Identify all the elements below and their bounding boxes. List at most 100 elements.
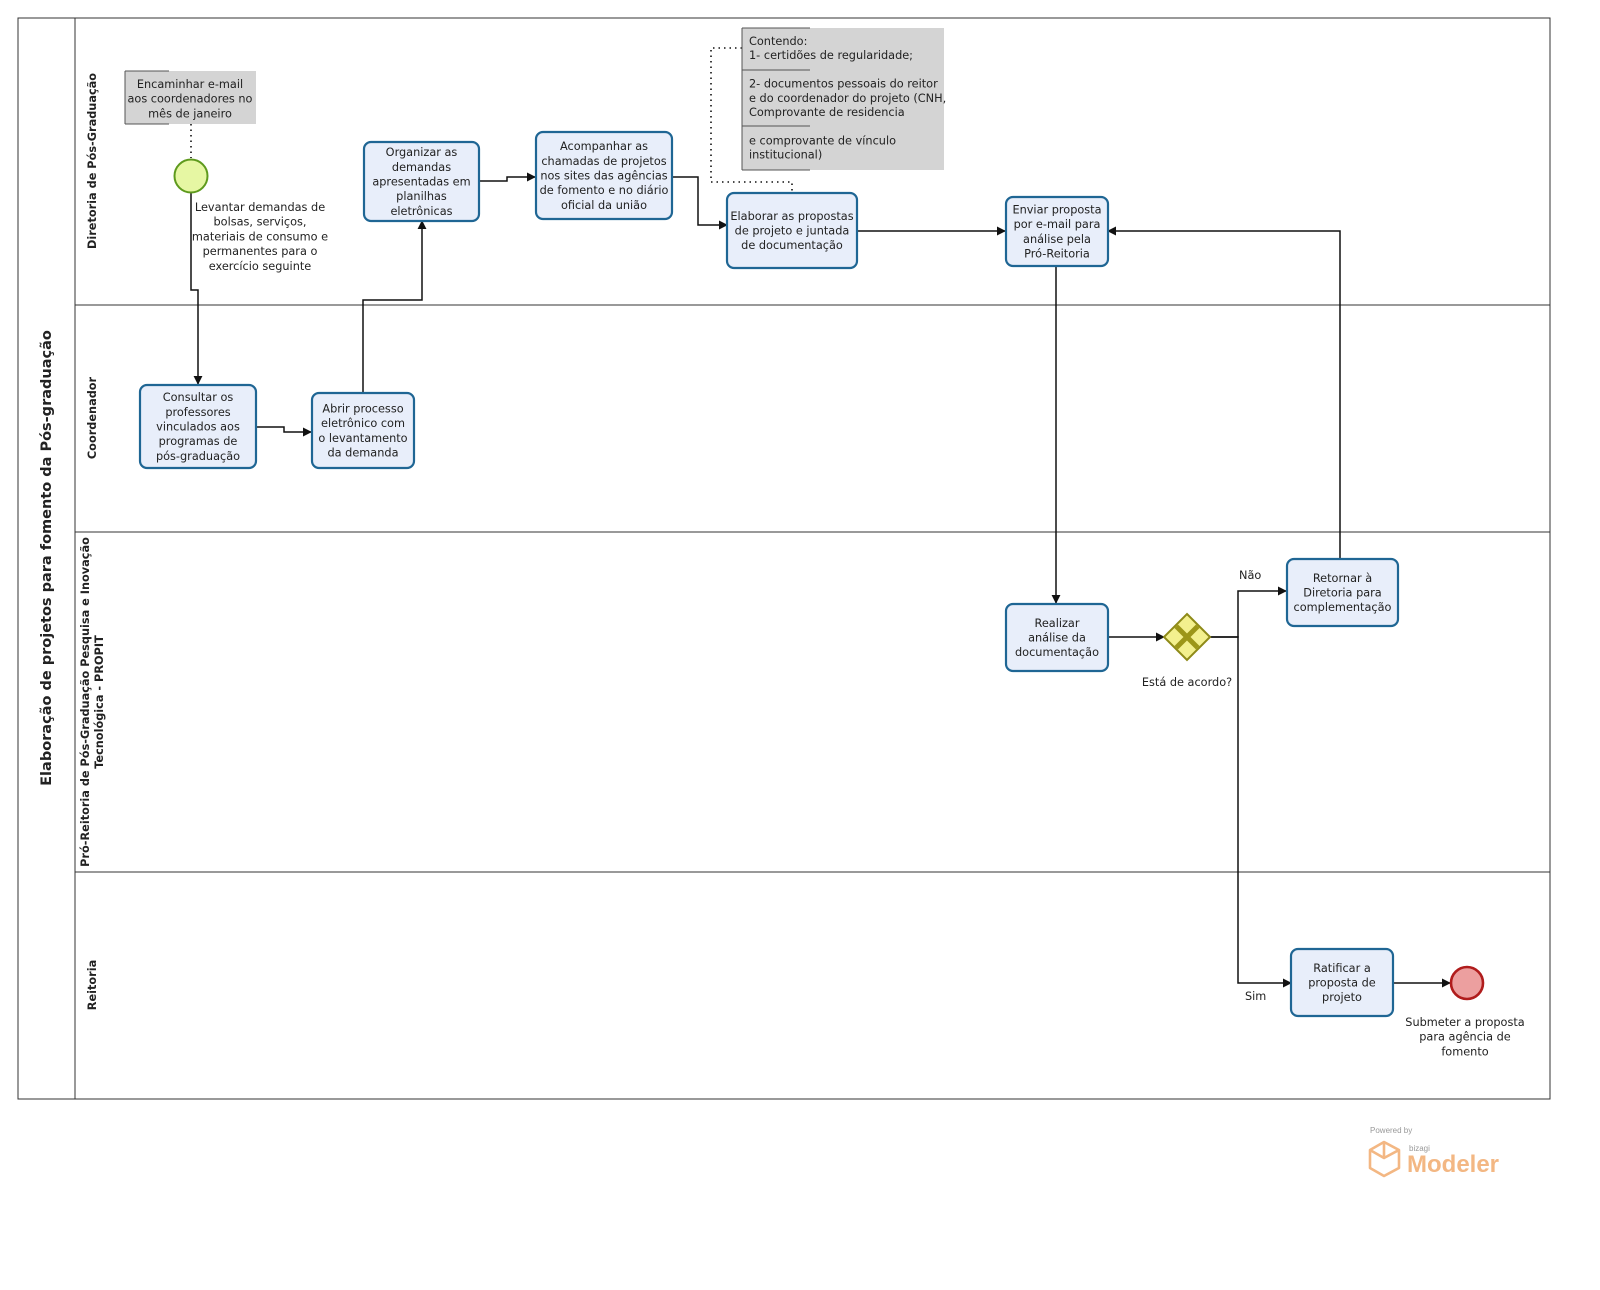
flow-abrir-to-organizar bbox=[362, 220, 427, 393]
text-line: de projeto e juntada bbox=[735, 225, 850, 238]
text-line: análise da bbox=[1028, 632, 1086, 645]
text-line: 2- documentos pessoais do reitor bbox=[749, 78, 938, 91]
task-box bbox=[1285, 557, 1400, 628]
text-line: Comprovante de residencia bbox=[749, 106, 905, 119]
text-line: de documentação bbox=[741, 239, 843, 252]
text-line: oficial da união bbox=[561, 199, 647, 212]
bizagi-modeler-logo: Powered by bizagi Modeler bbox=[1368, 1126, 1499, 1178]
text-line: vinculados aos bbox=[156, 421, 240, 434]
text-line: análise pela bbox=[1023, 233, 1091, 246]
text-line: institucional) bbox=[749, 149, 822, 162]
task-box bbox=[725, 191, 859, 270]
flow-gateway-to-ratificar bbox=[1210, 636, 1292, 988]
gateway-yes-label: Sim bbox=[1245, 990, 1266, 1003]
text-line: o levantamento bbox=[318, 432, 407, 445]
text-line: aos coordenadores no bbox=[128, 93, 253, 106]
text-line: projeto bbox=[1322, 991, 1362, 1004]
task-label: Acompanhar as chamadas de projetos nos sit… bbox=[540, 140, 669, 212]
text-line: por e-mail para bbox=[1014, 218, 1101, 231]
task-box bbox=[310, 391, 416, 470]
flow-retornar-to-enviar bbox=[1107, 226, 1341, 558]
text-line: apresentadas em bbox=[372, 176, 470, 189]
task-box bbox=[1004, 602, 1110, 673]
text-line: materiais de consumo e bbox=[192, 230, 328, 243]
text-line: de fomento e no diário bbox=[540, 184, 669, 197]
gateway-label: Está de acordo? bbox=[1142, 676, 1232, 689]
text-line: Organizar as bbox=[386, 146, 458, 159]
task-box bbox=[1004, 195, 1110, 268]
task-acompanhar[interactable]: Acompanhar as chamadas de projetos nos sit… bbox=[534, 130, 674, 221]
product-text: Modeler bbox=[1407, 1151, 1499, 1178]
pool-title: Elaboração de projetos para fomento da P… bbox=[39, 330, 55, 786]
sequence-flows bbox=[190, 172, 1451, 988]
text-line: Enviar proposta bbox=[1012, 203, 1101, 216]
text-line: permanentes para o bbox=[203, 245, 318, 258]
text-line: Pró-Reitoria de Pós-Graduação Pesquisa e… bbox=[79, 537, 92, 867]
start-event[interactable] bbox=[173, 158, 209, 194]
text-line: Submeter a proposta bbox=[1405, 1016, 1524, 1029]
text-line: da demanda bbox=[328, 447, 399, 460]
flow-organizar-to-acompanhar bbox=[479, 172, 536, 182]
task-box bbox=[1289, 947, 1395, 1018]
annotation-documentos: Contendo:1- certidões de regularidade;2-… bbox=[741, 27, 946, 171]
gateway-x-icon bbox=[1174, 624, 1200, 650]
text-line: para agência de bbox=[1419, 1031, 1510, 1044]
text-line: Acompanhar as bbox=[560, 140, 648, 153]
gateway-no-label: Não bbox=[1239, 569, 1261, 582]
text-line: bolsas, serviços, bbox=[213, 216, 306, 229]
text-line: e comprovante de vínculo bbox=[749, 134, 896, 147]
text-line: Reitoria bbox=[86, 960, 99, 1010]
lane-title-reitoria: Reitoria bbox=[86, 960, 99, 1010]
text-line: Realizar bbox=[1035, 617, 1080, 630]
pool: Elaboração de projetos para fomento da P… bbox=[17, 17, 1551, 1100]
text-line: nos sites das agências bbox=[540, 170, 667, 183]
flow-start-to-consultar bbox=[190, 193, 203, 385]
text-line: Diretoria para bbox=[1303, 587, 1381, 600]
task-elaborar[interactable]: Elaborar as propostas de projeto e juntad… bbox=[725, 191, 859, 270]
flow-consultar-to-abrir bbox=[256, 426, 312, 437]
associations bbox=[190, 47, 793, 193]
text-line: Elaborar as propostas bbox=[730, 210, 853, 223]
text-line: fomento bbox=[1441, 1045, 1488, 1058]
text-line: Abrir processo bbox=[322, 402, 403, 415]
modeler-cube-icon bbox=[1368, 1140, 1401, 1178]
text-line: programas de bbox=[159, 435, 238, 448]
text-line: professores bbox=[165, 406, 230, 419]
flow-acompanhar-to-elaborar bbox=[672, 176, 728, 230]
text-line: Ratificar a bbox=[1313, 962, 1371, 975]
text-line: eletrônicas bbox=[390, 205, 452, 218]
lane-title-propit: Pró-Reitoria de Pós-Graduação Pesquisa e… bbox=[79, 537, 106, 867]
association-documentos-to-elaborar bbox=[710, 47, 793, 193]
end-event[interactable] bbox=[1449, 965, 1485, 1001]
text-line: mês de janeiro bbox=[148, 107, 232, 120]
lane-title-coordenador: Coordenador bbox=[86, 376, 99, 459]
lane-titles: Diretoria de Pós-GraduaçãoCoordenadorPró… bbox=[79, 73, 106, 1011]
text-line: proposta de bbox=[1308, 977, 1376, 990]
text-line: Coordenador bbox=[86, 376, 99, 459]
text-line: chamadas de projetos bbox=[541, 155, 666, 168]
text-line: Contendo: bbox=[749, 35, 807, 48]
exclusive-gateway[interactable] bbox=[1162, 612, 1212, 662]
text-line: Retornar à bbox=[1313, 572, 1372, 585]
text-line: Consultar os bbox=[163, 391, 234, 404]
task-enviar[interactable]: Enviar proposta por e-mail para análise pe… bbox=[1004, 195, 1110, 268]
task-box bbox=[534, 130, 674, 221]
text-line: Tecnológica - PROPIT bbox=[93, 635, 106, 769]
text-line: exercício seguinte bbox=[209, 260, 312, 273]
